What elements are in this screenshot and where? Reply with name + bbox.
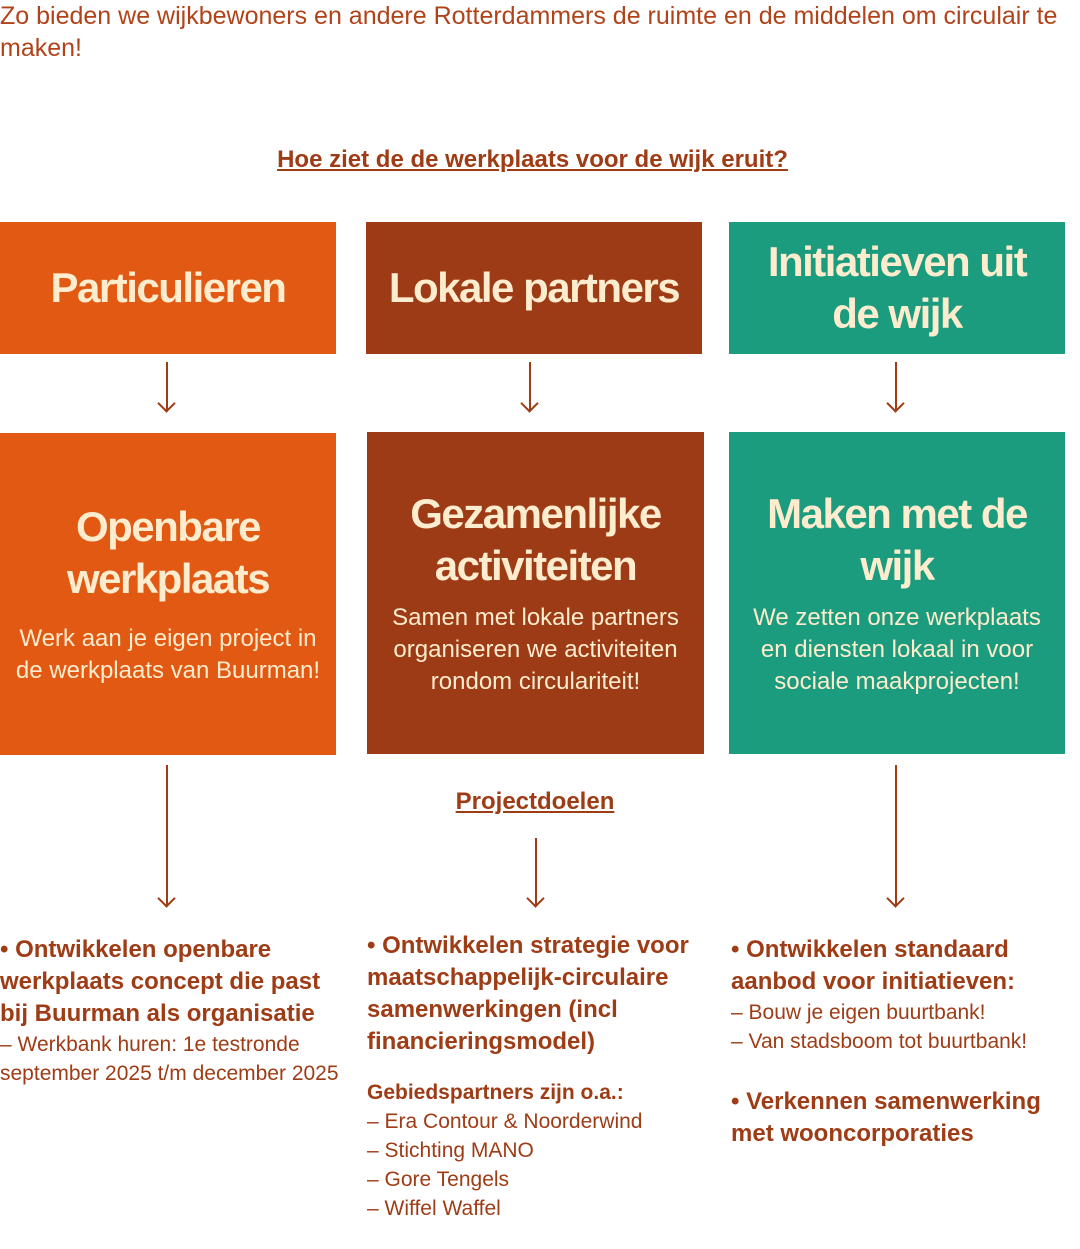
label-box-initiatieven: Initiatieven uit de wijk <box>729 222 1065 354</box>
arrow-down-icon <box>895 765 897 905</box>
goal-detail: – Bouw je eigen buurtbank! <box>731 1001 986 1024</box>
partner-item: – Stichting MANO <box>367 1139 534 1162</box>
goal-heading: • Verkennen samenwerking met wooncorpora… <box>731 1088 1041 1147</box>
arrow-down-icon <box>895 362 897 410</box>
card-desc: Werk aan je eigen project in de werkplaa… <box>15 625 321 684</box>
label-box-lokale-partners: Lokale partners <box>366 222 702 354</box>
goals-column-1: • Ontwikkelen openbare werkplaats concep… <box>0 934 340 1088</box>
goal-heading: • Ontwikkelen openbare werkplaats concep… <box>0 936 321 1027</box>
partner-item: – Gore Tengels <box>367 1168 510 1191</box>
card-desc: Samen met lokale partners organiseren we… <box>392 604 679 695</box>
card-title: Maken met de wijk <box>767 490 1028 589</box>
label-box-particulieren: Particulieren <box>0 222 336 354</box>
projectdoelen-heading: Projectdoelen <box>455 788 615 815</box>
label-text: Lokale partners <box>388 264 681 311</box>
partner-item: – Era Contour & Noorderwind <box>367 1110 643 1133</box>
partner-item: – Wiffel Waffel <box>367 1197 501 1220</box>
arrow-down-icon <box>166 765 168 905</box>
section-heading: Hoe ziet de de werkplaats voor de wijk e… <box>277 146 788 173</box>
label-text: Initiatieven uit de wijk <box>767 238 1028 337</box>
goals-column-3: • Ontwikkelen standaard aanbod voor init… <box>731 934 1076 1150</box>
goal-heading: • Ontwikkelen standaard aanbod voor init… <box>731 936 1016 995</box>
arrow-down-icon <box>166 362 168 410</box>
card-title: Gezamenlijke activiteiten <box>410 490 662 589</box>
card-title: Openbare werkplaats <box>66 503 271 602</box>
goal-heading: • Ontwikkelen strategie voor maatschappe… <box>367 932 689 1055</box>
partners-label: Gebiedspartners zijn o.a.: <box>367 1081 624 1104</box>
label-text: Particulieren <box>50 264 287 311</box>
card-desc: We zetten onze werkplaats en diensten lo… <box>753 604 1041 695</box>
goal-detail: – Van stadsboom tot buurtbank! <box>731 1030 1028 1053</box>
card-maken-met-de-wijk: Maken met de wijk We zetten onze werkplaa… <box>729 432 1065 754</box>
goals-column-2: • Ontwikkelen strategie voor maatschappe… <box>367 930 697 1223</box>
intro-text: Zo bieden we wijkbewoners en andere Rott… <box>0 2 1058 62</box>
goal-detail: – Werkbank huren: 1e testronde september… <box>0 1033 339 1085</box>
arrow-down-icon <box>529 362 531 410</box>
arrow-down-icon <box>535 838 537 905</box>
